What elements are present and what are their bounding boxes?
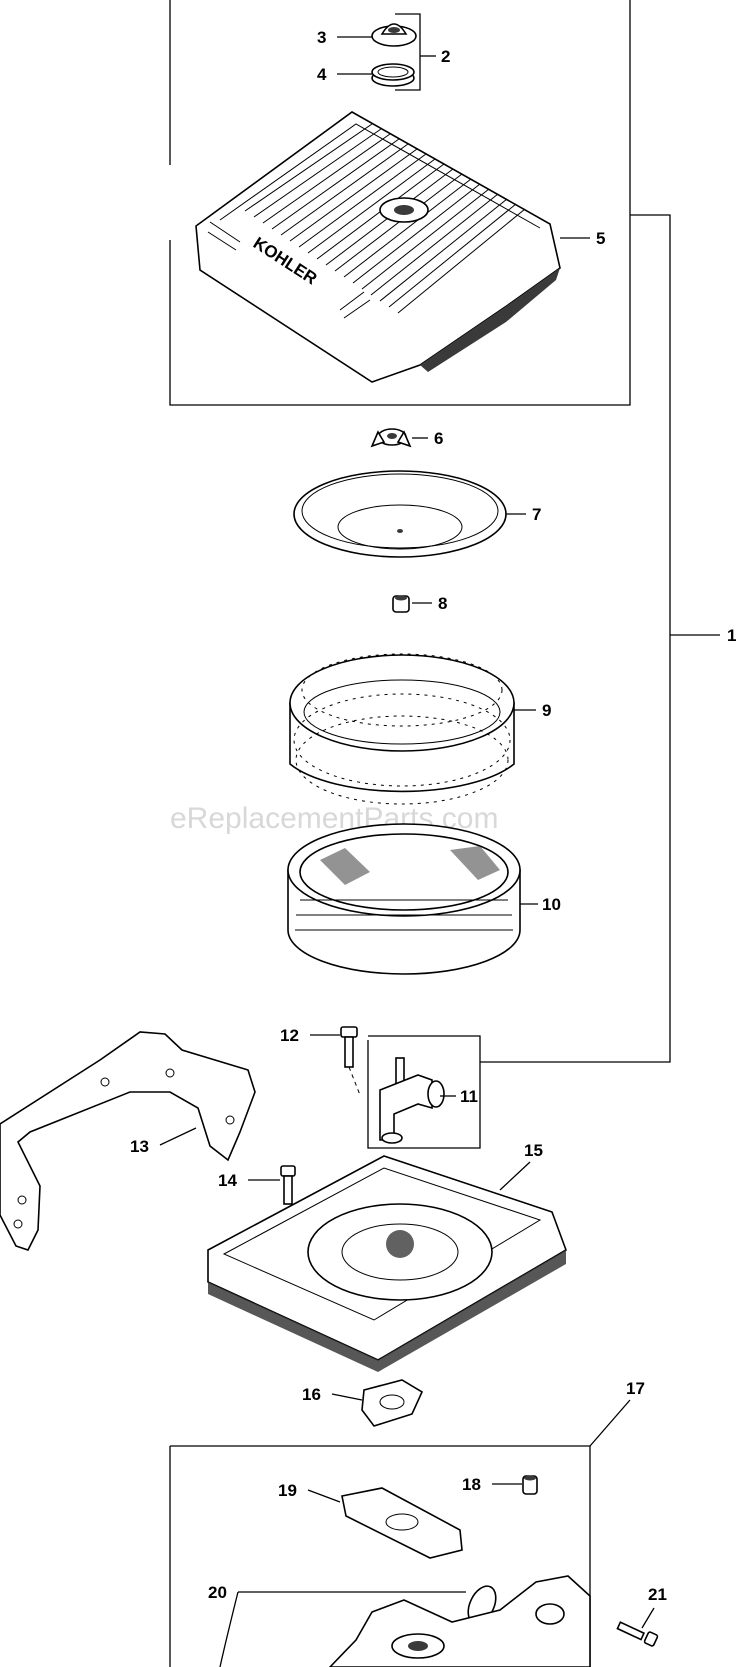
precleaner-part-9[interactable] xyxy=(289,653,515,805)
callout-bracket-1 xyxy=(480,214,671,1063)
callout-label-9: 9 xyxy=(542,701,551,720)
callout-label-4: 4 xyxy=(317,65,327,84)
callout-label-1: 1 xyxy=(727,626,736,645)
spacer-part-8[interactable] xyxy=(392,595,410,613)
callout-box-11 xyxy=(367,1035,481,1149)
filter-element-part-10[interactable] xyxy=(287,823,521,975)
callout-label-17: 17 xyxy=(626,1379,645,1398)
stud-bracket-part-11[interactable] xyxy=(379,1057,445,1144)
callout-label-11: 11 xyxy=(460,1087,478,1106)
callout-label-7: 7 xyxy=(532,505,541,524)
callout-label-2: 2 xyxy=(441,47,450,66)
callout-label-10: 10 xyxy=(542,895,561,914)
callout-label-5: 5 xyxy=(596,229,605,248)
callout-label-20: 20 xyxy=(208,1583,227,1602)
knob-part-3[interactable] xyxy=(371,23,417,47)
gasket-part-16[interactable] xyxy=(361,1379,424,1427)
gasket-part-19[interactable] xyxy=(341,1487,463,1559)
callout-label-16: 16 xyxy=(302,1385,321,1404)
callout-label-3: 3 xyxy=(317,28,326,47)
ring-part-4[interactable] xyxy=(371,63,415,87)
cover-plate-part-7[interactable] xyxy=(293,470,507,558)
callout-label-12: 12 xyxy=(280,1026,299,1045)
callout-label-13: 13 xyxy=(130,1137,149,1156)
callout-label-18: 18 xyxy=(462,1475,481,1494)
callout-label-15: 15 xyxy=(524,1141,543,1160)
callout-label-6: 6 xyxy=(434,429,443,448)
bolt-part-14[interactable] xyxy=(280,1165,296,1205)
air-cleaner-cover-part-5[interactable]: KOHLER xyxy=(195,111,561,383)
callout-label-19: 19 xyxy=(278,1481,297,1500)
bolt-part-12[interactable] xyxy=(340,1026,358,1068)
callout-label-8: 8 xyxy=(438,594,447,613)
wing-nut-part-6[interactable] xyxy=(370,428,412,448)
cover-assembly-box xyxy=(169,0,631,406)
callout-bracket-2 xyxy=(395,13,421,91)
fitting-part-18[interactable] xyxy=(522,1475,538,1495)
air-cleaner-base-part-15[interactable] xyxy=(207,1155,567,1372)
callout-label-21: 21 xyxy=(648,1585,667,1604)
callout-label-14: 14 xyxy=(218,1171,237,1190)
mounting-bracket-part-13[interactable] xyxy=(0,1031,256,1251)
intake-manifold[interactable] xyxy=(328,1575,591,1667)
bolt-part-21[interactable] xyxy=(616,1621,659,1647)
